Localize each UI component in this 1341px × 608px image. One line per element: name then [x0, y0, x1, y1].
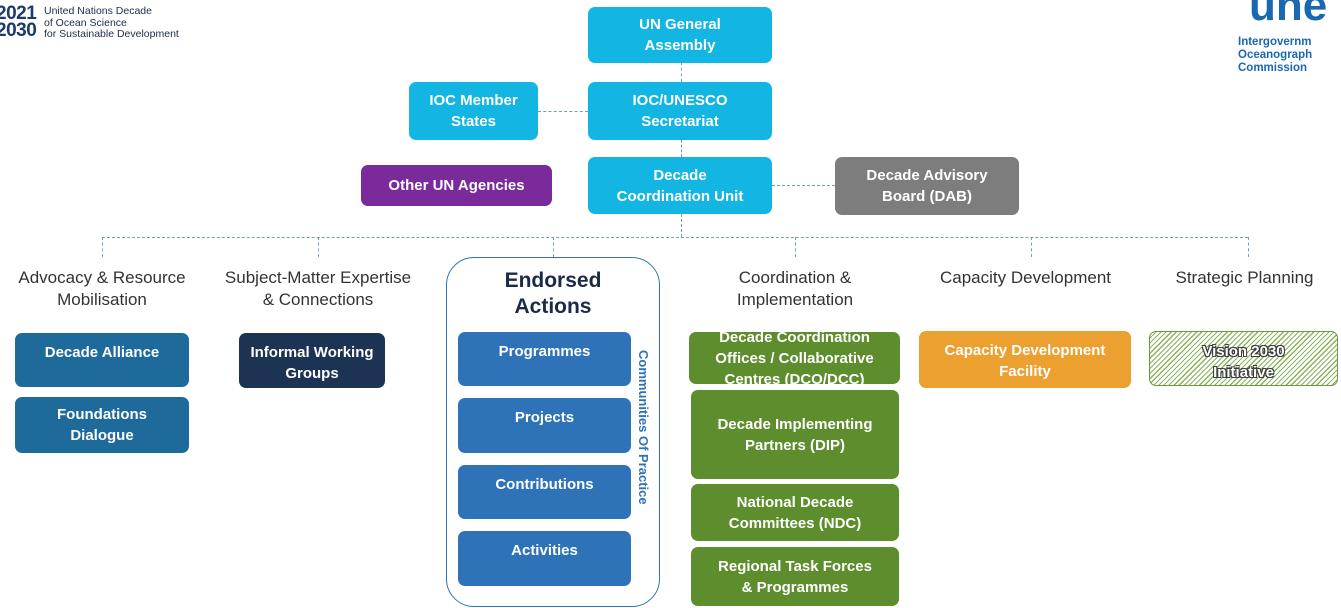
- decade-alliance-label: Decade Alliance: [44, 344, 160, 361]
- activities-label: Activities: [511, 542, 578, 559]
- connector-drop-strategic: [1248, 237, 1249, 257]
- capacity-development-facility-box: Capacity Development Facility: [919, 331, 1131, 388]
- programmes-box: Programmes: [458, 332, 631, 386]
- regional-task-forces-label: Regional Task Forces & Programmes: [718, 557, 872, 596]
- connector-drop-coordination: [795, 237, 796, 257]
- dip-label: Decade Implementing Partners (DIP): [717, 415, 873, 454]
- programmes-label: Programmes: [498, 343, 591, 360]
- decade-coordination-unit-box: Decade Coordination Unit: [588, 157, 772, 214]
- connector-drop-endorsed: [553, 237, 554, 257]
- communities-of-practice-label: Communities Of Practice: [636, 349, 651, 505]
- other-un-agencies-box: Other UN Agencies: [361, 165, 552, 206]
- connector-drop-capacity: [1031, 237, 1032, 257]
- ioc-member-states-label: IOC Member States: [429, 92, 518, 130]
- connector-dcu-bus: [681, 214, 682, 237]
- contributions-label: Contributions: [495, 476, 594, 493]
- activities-box: Activities: [458, 531, 631, 586]
- connector-drop-advocacy: [102, 237, 103, 257]
- decade-logo-line3: for Sustainable Development: [44, 28, 179, 40]
- decade-logo-line2: of Ocean Science: [44, 16, 127, 29]
- contributions-box: Contributions: [458, 465, 631, 519]
- connector-assembly-secretariat: [681, 62, 682, 82]
- capacity-development-facility-label: Capacity Development Facility: [944, 342, 1106, 380]
- connector-drop-expertise: [318, 237, 319, 257]
- ioc-unesco-secretariat-label: IOC/UNESCO Secretariat: [632, 92, 728, 130]
- informal-working-groups-label: Informal Working Groups: [250, 344, 374, 382]
- connector-dab: [772, 185, 835, 186]
- vision-2030-initiative-label: Vision 2030 Initiative: [1202, 343, 1285, 381]
- vision-2030-initiative-box: Vision 2030 Initiative: [1149, 331, 1338, 386]
- decade-coordination-unit-label: Decade Coordination Unit: [616, 166, 744, 205]
- coordination-heading: Coordination & Implementation: [736, 268, 854, 309]
- decade-logo: 2021 2030 United Nations Decade of Ocean…: [0, 3, 230, 46]
- decade-advisory-board-label: Decade Advisory Board (DAB): [866, 167, 988, 205]
- advocacy-heading: Advocacy & Resource Mobilisation: [18, 268, 186, 309]
- strategic-heading: Strategic Planning: [1175, 268, 1314, 287]
- dip-box: Decade Implementing Partners (DIP): [691, 390, 899, 479]
- ioc-logo-line1: Intergovernm: [1238, 36, 1312, 48]
- decade-alliance-box: Decade Alliance: [15, 333, 189, 387]
- foundations-dialogue-box: Foundations Dialogue: [15, 397, 189, 453]
- un-general-assembly-box: UN General Assembly: [588, 7, 772, 63]
- ndc-box: National Decade Committees (NDC): [691, 484, 899, 541]
- ioc-logo-line3: Commission: [1238, 62, 1308, 74]
- dco-dcc-label: Decade Coordination Offices / Collaborat…: [715, 328, 874, 388]
- connector-bus: [102, 237, 1248, 238]
- decade-logo-years-bottom: 2030: [0, 20, 37, 41]
- ioc-unesco-logo: une Intergovernm Oceanograph Commission: [1233, 0, 1341, 82]
- decade-logo-years-top: 2021: [0, 3, 37, 24]
- ioc-unesco-secretariat-box: IOC/UNESCO Secretariat: [588, 82, 772, 140]
- un-general-assembly-label: UN General Assembly: [639, 16, 721, 54]
- unesco-wordmark: une: [1249, 0, 1328, 30]
- endorsed-actions-heading: Endorsed Actions: [504, 269, 602, 318]
- endorsed-actions-container: [446, 257, 660, 607]
- connector-secretariat-dcu: [681, 140, 682, 157]
- projects-box: Projects: [458, 398, 631, 453]
- capacity-heading: Capacity Development: [939, 268, 1112, 287]
- informal-working-groups-box: Informal Working Groups: [239, 333, 385, 388]
- foundations-dialogue-label: Foundations Dialogue: [57, 406, 147, 444]
- decade-advisory-board-box: Decade Advisory Board (DAB): [835, 157, 1019, 215]
- connector-member-states: [538, 111, 588, 112]
- projects-label: Projects: [514, 409, 575, 426]
- regional-task-forces-box: Regional Task Forces & Programmes: [691, 547, 899, 606]
- decade-logo-line1: United Nations Decade: [44, 5, 152, 17]
- ioc-member-states-box: IOC Member States: [409, 82, 538, 140]
- dco-dcc-box: Decade Coordination Offices / Collaborat…: [689, 329, 900, 388]
- expertise-heading: Subject-Matter Expertise & Connections: [224, 268, 412, 309]
- other-un-agencies-label: Other UN Agencies: [388, 177, 525, 194]
- ioc-logo-line2: Oceanograph: [1238, 49, 1313, 61]
- ndc-label: National Decade Committees (NDC): [728, 493, 862, 532]
